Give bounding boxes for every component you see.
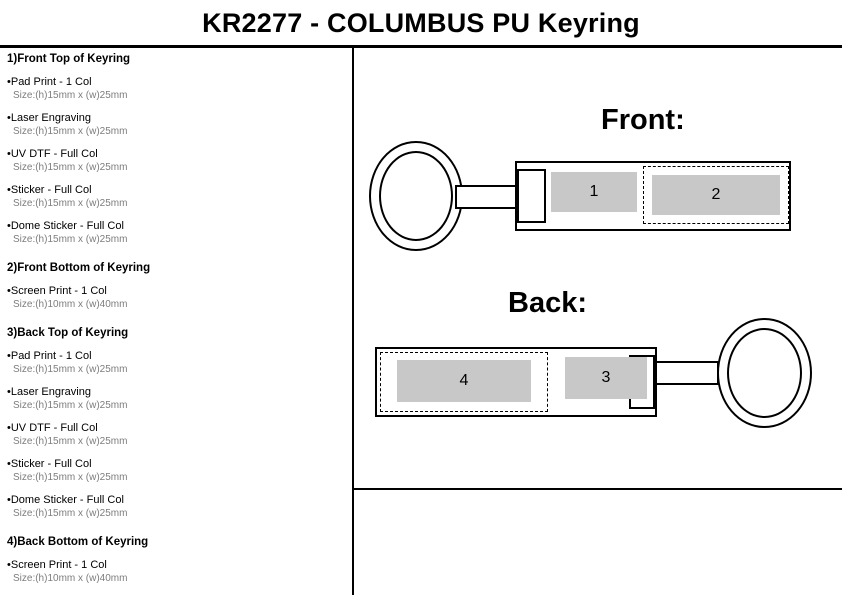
back-print-area-4: 4 bbox=[397, 360, 531, 402]
option-label: •Screen Print - 1 Col bbox=[7, 559, 107, 571]
front-print-area-1: 1 bbox=[551, 172, 637, 212]
list-item: •Pad Print - 1 Col Size:(h)15mm x (w)25m… bbox=[7, 350, 345, 376]
option-size: Size:(h)10mm x (w)40mm bbox=[13, 299, 128, 310]
list-item: •Dome Sticker - Full Col Size:(h)15mm x … bbox=[7, 220, 345, 246]
option-label: •Laser Engraving bbox=[7, 112, 91, 124]
list-item: •UV DTF - Full Col Size:(h)15mm x (w)25m… bbox=[7, 148, 345, 174]
option-label: •Pad Print - 1 Col bbox=[7, 76, 92, 88]
option-label: •Dome Sticker - Full Col bbox=[7, 494, 124, 506]
back-keyring-ring-inner-icon bbox=[727, 328, 802, 418]
back-view-heading: Back: bbox=[508, 287, 587, 319]
front-keyring-ring-inner-icon bbox=[379, 151, 453, 241]
front-print-area-2: 2 bbox=[652, 175, 780, 215]
option-size: Size:(h)15mm x (w)25mm bbox=[13, 162, 128, 173]
list-item: •Screen Print - 1 Col Size:(h)10mm x (w)… bbox=[7, 285, 345, 311]
list-item: •Sticker - Full Col Size:(h)15mm x (w)25… bbox=[7, 184, 345, 210]
option-label: •Laser Engraving bbox=[7, 386, 91, 398]
option-size: Size:(h)15mm x (w)25mm bbox=[13, 126, 128, 137]
list-item: •Pad Print - 1 Col Size:(h)15mm x (w)25m… bbox=[7, 76, 345, 102]
section-heading-back-bottom: 4)Back Bottom of Keyring bbox=[7, 536, 149, 548]
option-size: Size:(h)15mm x (w)25mm bbox=[13, 508, 128, 519]
back-print-area-4-outline bbox=[380, 352, 548, 412]
title-divider bbox=[0, 45, 842, 48]
option-size: Size:(h)15mm x (w)25mm bbox=[13, 472, 128, 483]
option-label: •Pad Print - 1 Col bbox=[7, 350, 92, 362]
print-options-panel: 1)Front Top of Keyring •Pad Print - 1 Co… bbox=[7, 53, 345, 585]
option-size: Size:(h)15mm x (w)25mm bbox=[13, 364, 128, 375]
option-label: •Sticker - Full Col bbox=[7, 184, 92, 196]
option-size: Size:(h)15mm x (w)25mm bbox=[13, 400, 128, 411]
option-size: Size:(h)15mm x (w)25mm bbox=[13, 436, 128, 447]
list-item: •Laser Engraving Size:(h)15mm x (w)25mm bbox=[7, 386, 345, 412]
option-label: •UV DTF - Full Col bbox=[7, 422, 98, 434]
page-title: KR2277 - COLUMBUS PU Keyring bbox=[202, 8, 640, 38]
front-keyring-connector bbox=[455, 185, 517, 209]
option-size: Size:(h)15mm x (w)25mm bbox=[13, 90, 128, 101]
option-size: Size:(h)15mm x (w)25mm bbox=[13, 234, 128, 245]
diagram-bottom-divider bbox=[352, 488, 842, 490]
option-label: •Sticker - Full Col bbox=[7, 458, 92, 470]
front-view-heading: Front: bbox=[601, 104, 685, 136]
list-item: •Laser Engraving Size:(h)15mm x (w)25mm bbox=[7, 112, 345, 138]
list-item: •UV DTF - Full Col Size:(h)15mm x (w)25m… bbox=[7, 422, 345, 448]
section-heading-back-top: 3)Back Top of Keyring bbox=[7, 327, 129, 339]
back-print-area-3: 3 bbox=[565, 357, 647, 399]
option-size: Size:(h)10mm x (w)40mm bbox=[13, 573, 128, 584]
option-label: •Dome Sticker - Full Col bbox=[7, 220, 124, 232]
front-print-area-2-outline bbox=[643, 166, 789, 224]
list-item: •Screen Print - 1 Col Size:(h)10mm x (w)… bbox=[7, 559, 345, 585]
option-label: •UV DTF - Full Col bbox=[7, 148, 98, 160]
section-heading-front-top: 1)Front Top of Keyring bbox=[7, 53, 131, 65]
vertical-divider bbox=[352, 45, 354, 595]
option-label: •Screen Print - 1 Col bbox=[7, 285, 107, 297]
back-keyring-connector bbox=[653, 361, 719, 385]
list-item: •Dome Sticker - Full Col Size:(h)15mm x … bbox=[7, 494, 345, 520]
front-keyring-clamp bbox=[517, 169, 546, 223]
option-size: Size:(h)15mm x (w)25mm bbox=[13, 198, 128, 209]
section-heading-front-bottom: 2)Front Bottom of Keyring bbox=[7, 262, 151, 274]
list-item: •Sticker - Full Col Size:(h)15mm x (w)25… bbox=[7, 458, 345, 484]
